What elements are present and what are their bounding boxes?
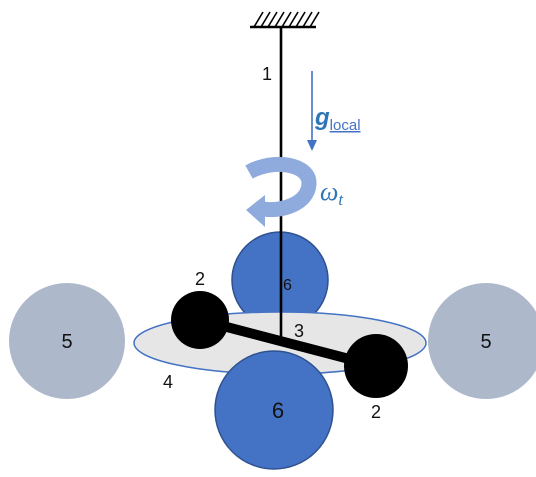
label-fiber: 1 — [262, 64, 272, 84]
omega-label: ωt — [320, 177, 344, 209]
ceiling-mount — [250, 11, 320, 29]
label-blue-bottom: 6 — [272, 398, 284, 423]
grey-mass-right — [428, 283, 536, 399]
label-mass-left: 2 — [195, 269, 205, 289]
down-arrow-icon — [307, 71, 317, 151]
test-mass-left — [171, 291, 229, 349]
attractor-mass-bottom — [214, 350, 334, 470]
gravity-label: glocal — [314, 104, 361, 134]
test-mass-right — [344, 334, 408, 398]
grey-mass-left — [9, 283, 125, 399]
label-grey-left: 5 — [61, 331, 72, 353]
label-disk: 4 — [163, 372, 173, 392]
label-mass-right: 2 — [371, 402, 381, 422]
label-center: 3 — [294, 321, 304, 341]
label-grey-right: 5 — [480, 331, 491, 353]
label-blue-top: 6 — [283, 277, 292, 294]
rotation-arrow-icon — [245, 156, 317, 227]
